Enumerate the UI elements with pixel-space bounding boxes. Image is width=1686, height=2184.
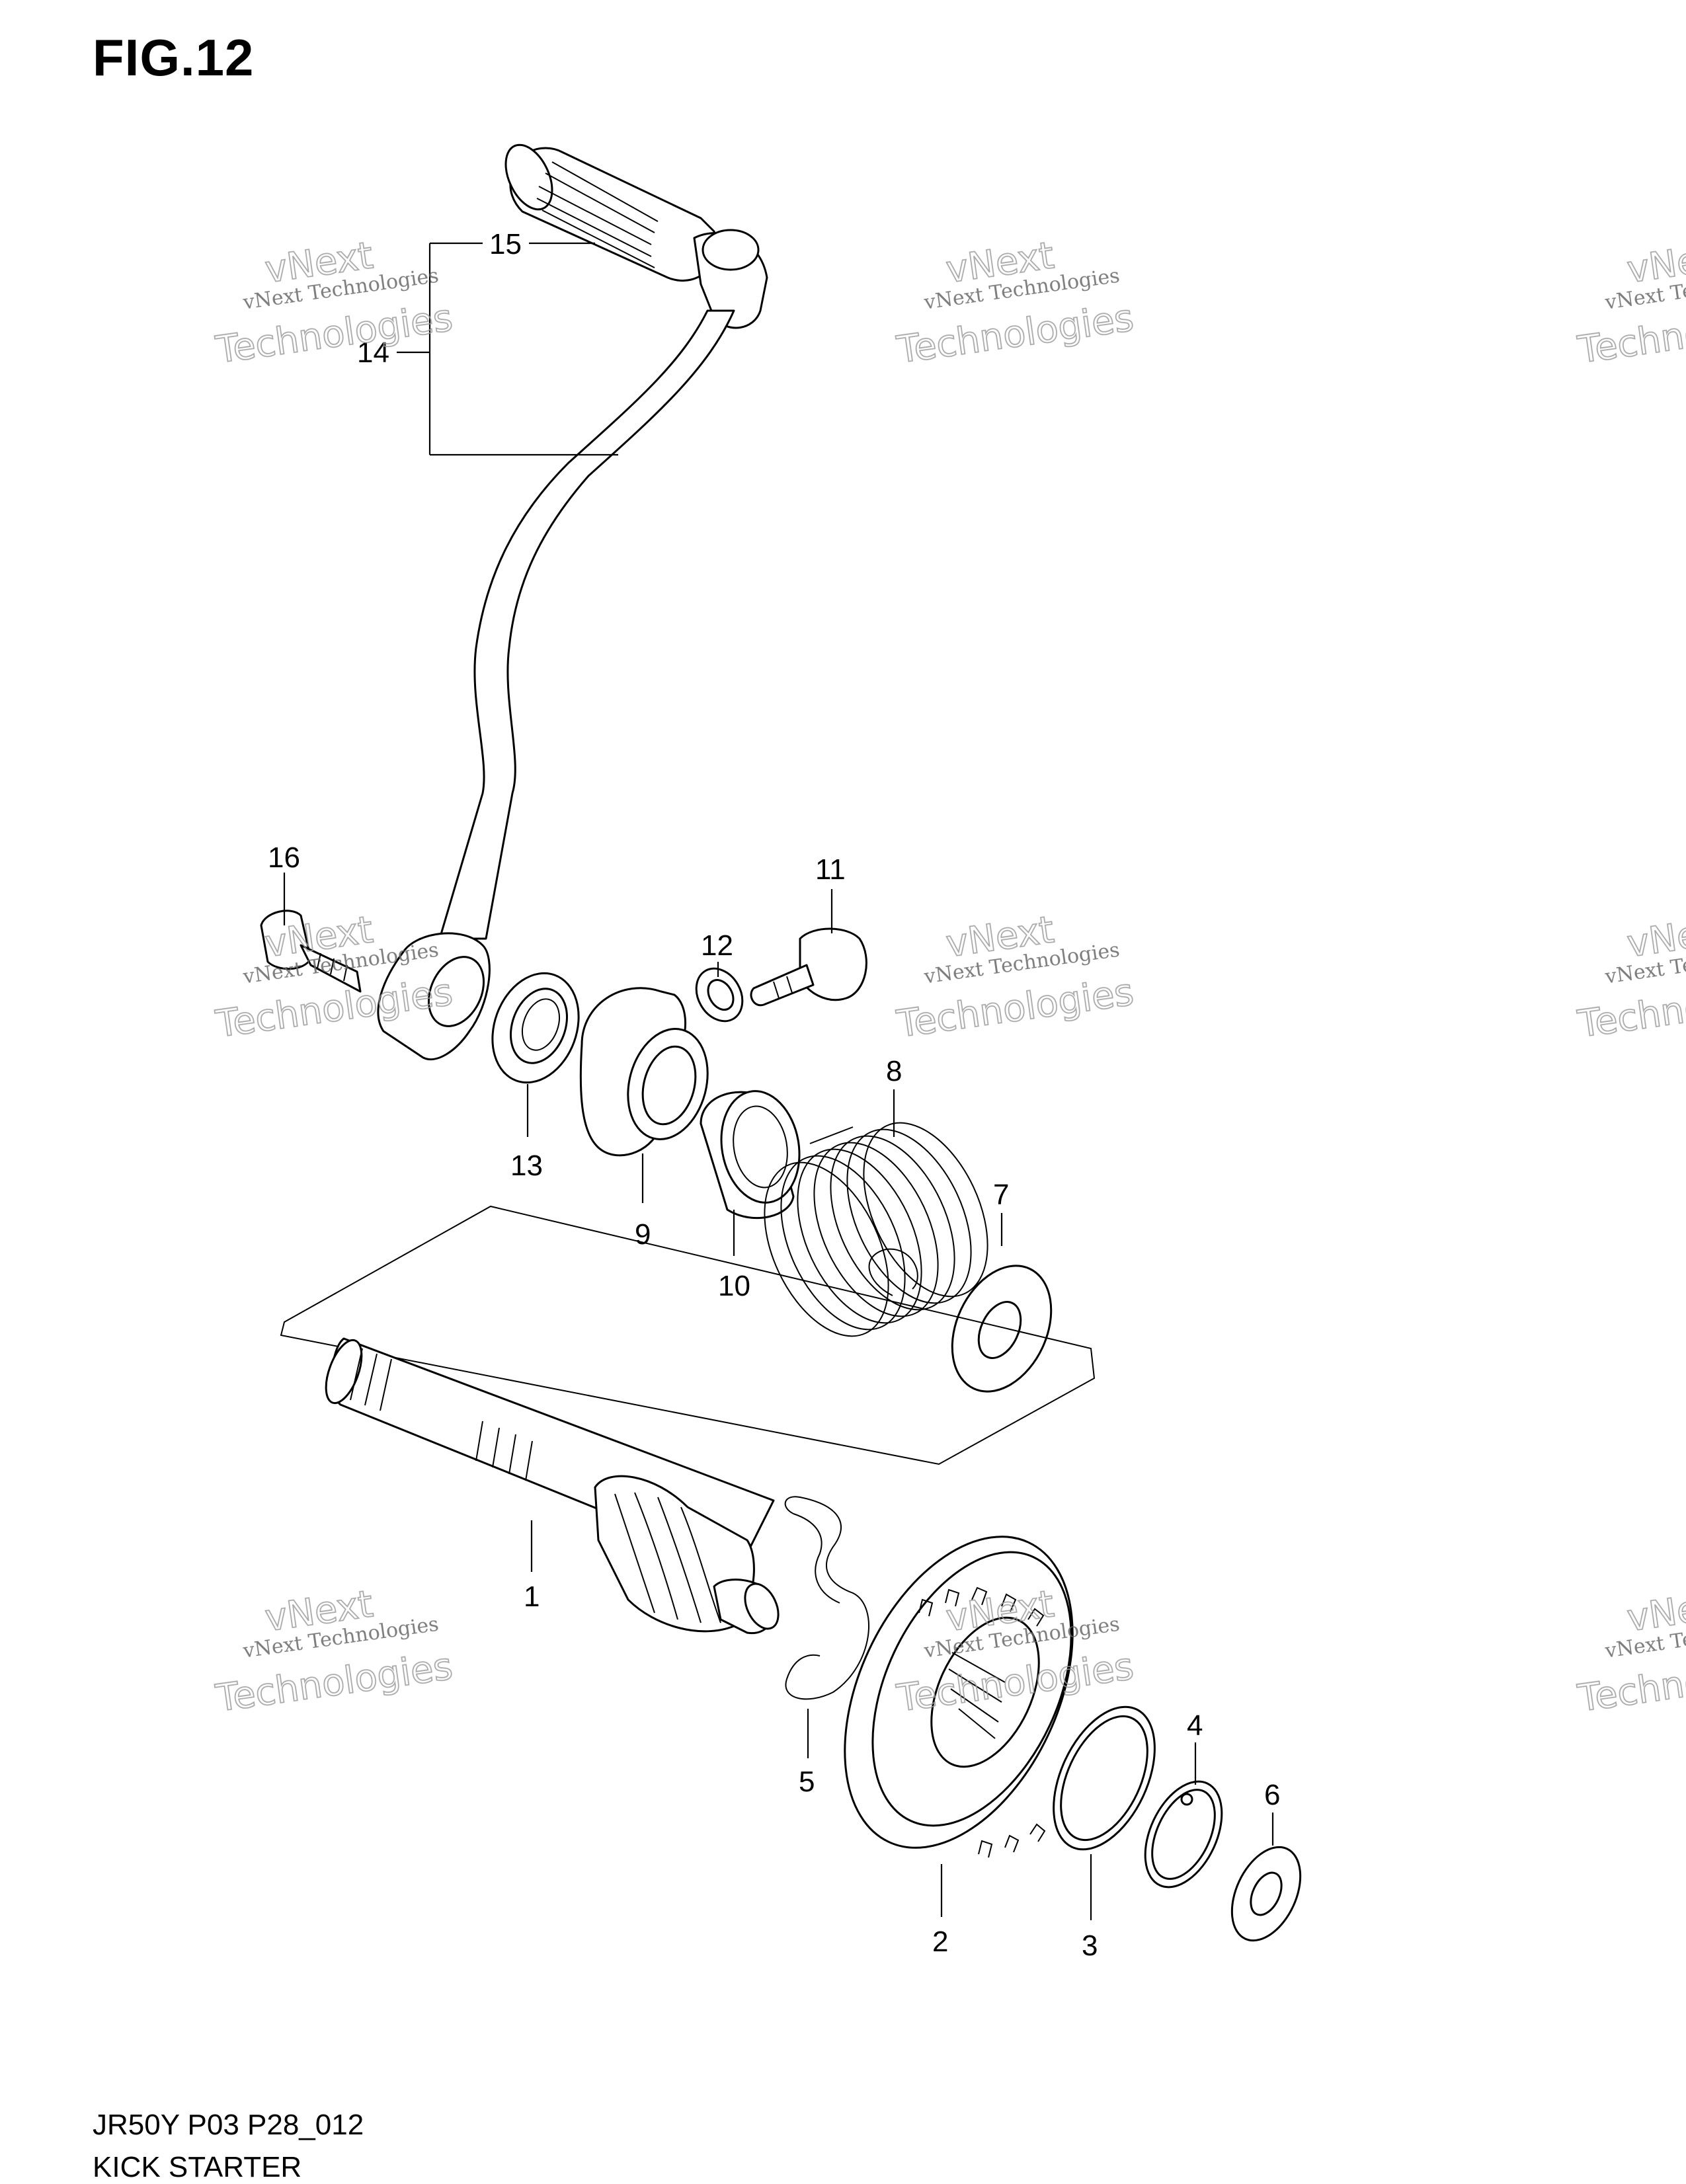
callout-11: 11: [815, 853, 846, 886]
kick-gear-2: [844, 1536, 1074, 1858]
callout-2: 2: [932, 1926, 948, 1958]
circlip-4: [1144, 1780, 1223, 1889]
kick-lever: [377, 143, 768, 1061]
oil-seal-13: [491, 972, 580, 1084]
callout-labels: 15 14 16 11 12 13 9 10 8 7 1 5 2 3 4 6: [268, 228, 1280, 1962]
callout-12: 12: [701, 929, 733, 962]
collar-10: [700, 1090, 801, 1220]
callout-16: 16: [268, 841, 300, 874]
assembly-outline: [280, 1205, 1096, 1465]
callout-1: 1: [524, 1580, 540, 1613]
spring-clip-5: [784, 1496, 869, 1700]
callout-7: 7: [993, 1179, 1009, 1211]
callout-9: 9: [635, 1218, 651, 1251]
figure-name: KICK STARTER: [93, 2151, 302, 2183]
callout-3: 3: [1082, 1930, 1098, 1962]
bush-9: [579, 987, 709, 1157]
washer-6: [1230, 1846, 1302, 1942]
kick-shaft-1: [325, 1337, 780, 1635]
page-title: FIG.12: [93, 28, 255, 87]
callout-14: 14: [357, 336, 389, 369]
leader-lines: [283, 242, 1274, 1920]
callout-4: 4: [1187, 1709, 1203, 1742]
callout-8: 8: [886, 1055, 902, 1087]
callout-5: 5: [799, 1766, 815, 1798]
callout-6: 6: [1264, 1779, 1280, 1811]
washer-3: [1053, 1705, 1156, 1851]
washer-7: [951, 1265, 1053, 1393]
callout-13: 13: [510, 1150, 543, 1182]
washer-12: [695, 967, 744, 1023]
spring-8: [764, 1122, 988, 1337]
figure-code: JR50Y P03 P28_012: [93, 2109, 364, 2141]
bolt-11: [750, 927, 867, 1007]
callout-10: 10: [718, 1270, 750, 1302]
callout-15: 15: [489, 228, 522, 260]
bolt-16: [260, 910, 362, 993]
